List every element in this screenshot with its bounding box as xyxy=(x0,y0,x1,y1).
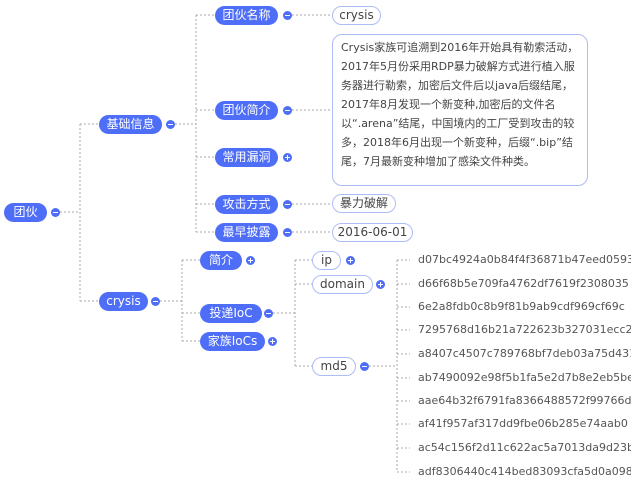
delivery-ioc-node[interactable]: 投递IoC xyxy=(200,304,262,323)
attack-method-value[interactable]: 暴力破解 xyxy=(332,194,396,213)
expand-icon[interactable] xyxy=(268,337,277,346)
attack-method-node[interactable]: 攻击方式 xyxy=(215,195,278,214)
collapse-icon[interactable] xyxy=(283,228,292,237)
expand-icon[interactable] xyxy=(283,153,292,162)
md5-hash[interactable]: aae64b32f6791fa8366488572f99766d xyxy=(418,394,631,407)
md5-hash[interactable]: d07bc4924a0b84f4f36871b47eed0593 xyxy=(418,253,631,266)
domain-node[interactable]: domain xyxy=(312,275,373,294)
expand-icon[interactable] xyxy=(376,280,385,289)
first-disclosed-node[interactable]: 最早披露 xyxy=(215,223,278,242)
collapse-icon[interactable] xyxy=(151,297,160,306)
collapse-icon[interactable] xyxy=(360,362,369,371)
md5-hash[interactable]: ac54c156f2d11c622ac5a7013da9d23b xyxy=(418,441,631,454)
collapse-icon[interactable] xyxy=(283,106,292,115)
md5-hash[interactable]: 6e2a8fdb0c8b9f81b9ab9cdf969cf69c xyxy=(418,300,625,313)
expand-icon[interactable] xyxy=(346,256,355,265)
gang-intro-value[interactable]: Crysis家族可追溯到2016年开始具有勒索活动，2017年5月份采用RDP暴… xyxy=(332,34,588,186)
gang-intro-node[interactable]: 团伙简介 xyxy=(215,101,278,120)
collapse-icon[interactable] xyxy=(283,200,292,209)
gang-name-node[interactable]: 团伙名称 xyxy=(215,6,278,25)
intro-node[interactable]: 简介 xyxy=(200,251,242,270)
expand-icon[interactable] xyxy=(246,256,255,265)
md5-hash[interactable]: ab7490092e98f5b1fa5e2d7b8e2eb5be xyxy=(418,371,631,384)
collapse-icon[interactable] xyxy=(166,120,175,129)
ip-node[interactable]: ip xyxy=(312,251,341,270)
md5-hash[interactable]: 7295768d16b21a722623b327031ecc27 xyxy=(418,323,631,336)
collapse-icon[interactable] xyxy=(51,208,60,217)
md5-hash[interactable]: af41f957af317dd9fbe06b285e74aab0 xyxy=(418,417,628,430)
md5-hash[interactable]: adf8306440c414bed83093cfa5d0a098 xyxy=(418,465,631,478)
root-node[interactable]: 团伙 xyxy=(4,203,47,222)
collapse-icon[interactable] xyxy=(283,11,292,20)
crysis-node[interactable]: crysis xyxy=(99,292,148,311)
basic-info-node[interactable]: 基础信息 xyxy=(99,115,162,134)
family-iocs-node[interactable]: 家族IoCs xyxy=(200,332,265,351)
common-vuln-node[interactable]: 常用漏洞 xyxy=(215,148,278,167)
md5-hash[interactable]: a8407c4507c789768bf7deb03a75d431 xyxy=(418,347,631,360)
md5-node[interactable]: md5 xyxy=(312,357,356,376)
md5-hash[interactable]: d66f68b5e709fa4762df7619f2308035 xyxy=(418,277,629,290)
gang-name-value[interactable]: crysis xyxy=(332,6,381,25)
collapse-icon[interactable] xyxy=(264,309,273,318)
first-disclosed-value[interactable]: 2016-06-01 xyxy=(332,223,413,242)
